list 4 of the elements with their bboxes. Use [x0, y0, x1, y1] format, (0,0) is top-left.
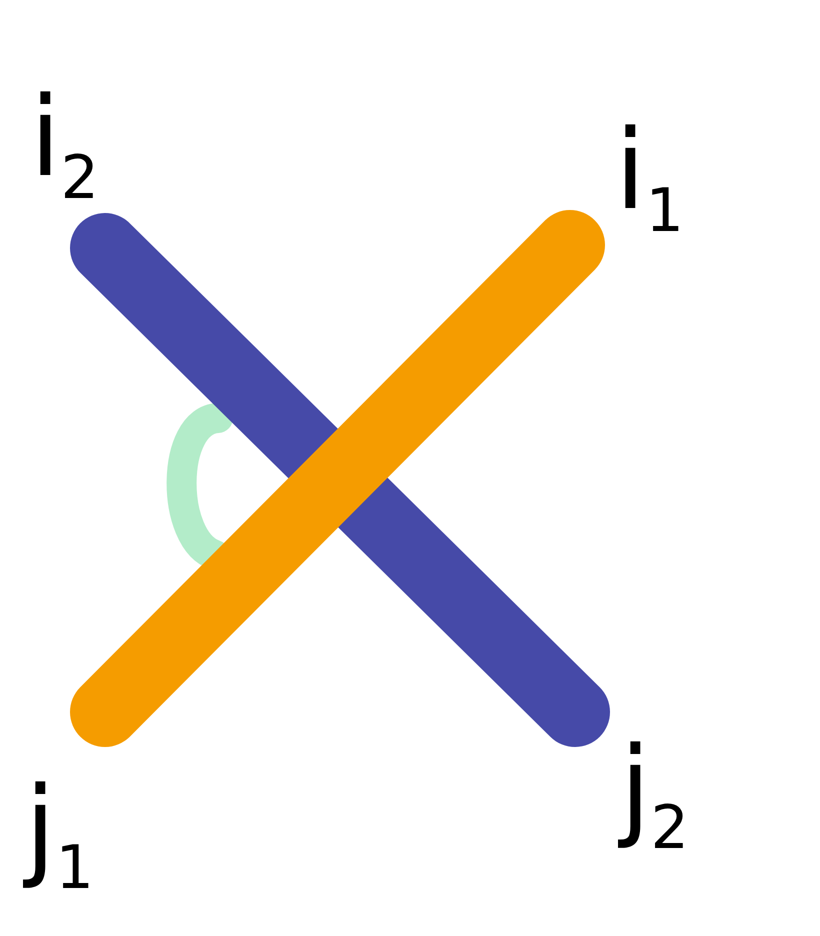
endpoint-label: i$_{1}$	[540, 70, 800, 245]
endpoint-label: i$_{2}$	[15, 40, 145, 248]
endpoint-label: j$_{2}$	[560, 712, 760, 880]
endpoint-label: j$_{1}$	[10, 712, 140, 920]
